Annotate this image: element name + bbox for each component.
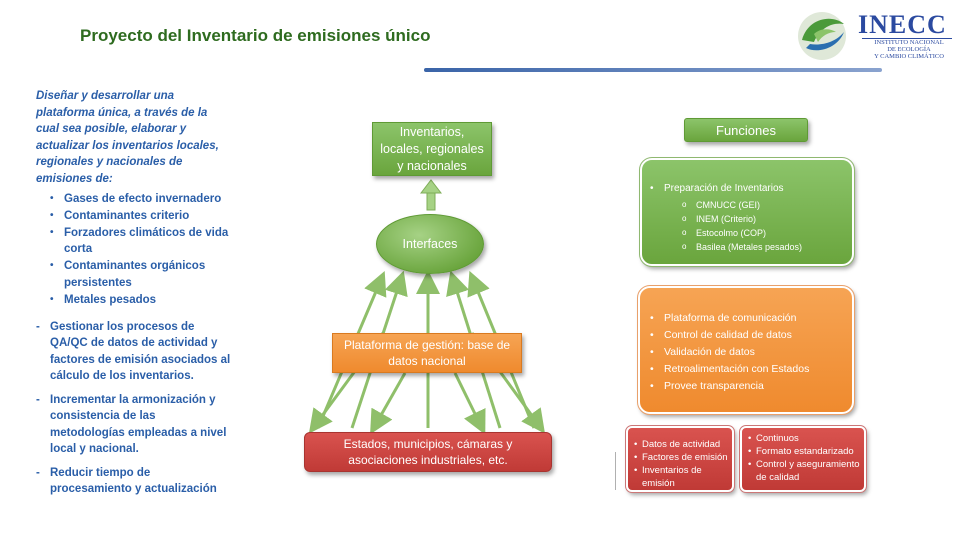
funciones-header: Funciones bbox=[684, 118, 808, 142]
divider-line bbox=[615, 452, 616, 490]
logo-name: INECC bbox=[858, 10, 947, 39]
title-underline bbox=[424, 68, 882, 72]
logo-subtitle-line: Y CAMBIO CLIMÁTICO bbox=[874, 53, 944, 60]
list-item: Forzadores climáticos de vida corta bbox=[50, 225, 232, 259]
list-item: Datos de actividad bbox=[634, 438, 728, 451]
list-item: Continuos bbox=[748, 432, 860, 445]
funciones-red-right-panel: Continuos Formato estandarizado Control … bbox=[739, 425, 867, 493]
inecc-logo-icon bbox=[798, 12, 846, 60]
funciones-red-left-panel: Datos de actividad Factores de emisión I… bbox=[625, 425, 735, 493]
list-item: Plataforma de comunicación bbox=[650, 310, 844, 327]
list-item: Basilea (Metales pesados) bbox=[682, 240, 844, 254]
panel-sub-list: CMNUCC (GEI) INEM (Criterio) Estocolmo (… bbox=[650, 198, 844, 254]
estados-box: Estados, municipios, cámaras y asociacio… bbox=[304, 432, 552, 472]
list-item: Contaminantes criterio bbox=[50, 208, 232, 225]
list-item: Provee transparencia bbox=[650, 378, 844, 395]
funciones-green-panel: Preparación de Inventarios CMNUCC (GEI) … bbox=[639, 157, 855, 267]
logo-subtitle: INSTITUTO NACIONAL DE ECOLOGÍA Y CAMBIO … bbox=[864, 39, 954, 60]
logo-subtitle-line: INSTITUTO NACIONAL bbox=[874, 39, 944, 46]
list-item: Estocolmo (COP) bbox=[682, 226, 844, 240]
list-item: Validación de datos bbox=[650, 344, 844, 361]
list-item: Gases de efecto invernadero bbox=[50, 191, 232, 208]
funciones-orange-panel: Plataforma de comunicación Control de ca… bbox=[637, 285, 855, 415]
list-item: Control y aseguramiento de calidad bbox=[748, 458, 860, 484]
list-item: CMNUCC (GEI) bbox=[682, 198, 844, 212]
arrow-down bbox=[453, 372, 486, 435]
objective-item: Gestionar los procesos de QA/QC de datos… bbox=[36, 319, 232, 385]
objective-item: Reducir tiempo de procesamiento y actual… bbox=[36, 465, 232, 498]
list-item: Factores de emisión bbox=[634, 451, 728, 464]
arrow-down bbox=[370, 372, 407, 435]
page-title: Proyecto del Inventario de emisiones úni… bbox=[80, 26, 431, 45]
list-item: Inventarios de emisión bbox=[634, 464, 728, 490]
plataforma-box: Plataforma de gestión: base de datos nac… bbox=[332, 333, 522, 373]
emissions-list: Gases de efecto invernadero Contaminante… bbox=[36, 191, 232, 309]
list-item: Retroalimentación con Estados bbox=[650, 361, 844, 378]
objectives-column: Diseñar y desarrollar una plataforma úni… bbox=[36, 88, 232, 498]
interfaces-ellipse: Interfaces bbox=[376, 214, 484, 274]
intro-text: Diseñar y desarrollar una plataforma úni… bbox=[36, 90, 219, 185]
logo-subtitle-line: DE ECOLOGÍA bbox=[887, 46, 931, 53]
inventarios-box: Inventarios, locales, regionales y nacio… bbox=[372, 122, 492, 176]
list-item: Formato estandarizado bbox=[748, 445, 860, 458]
objective-item: Incrementar la armonización y consistenc… bbox=[36, 392, 232, 458]
panel-main-item: Preparación de Inventarios bbox=[650, 182, 844, 196]
arrow-to-inventarios bbox=[419, 179, 443, 211]
list-item: Metales pesados bbox=[50, 292, 232, 309]
list-item: INEM (Criterio) bbox=[682, 212, 844, 226]
list-item: Control de calidad de datos bbox=[650, 327, 844, 344]
list-item: Contaminantes orgánicos persistentes bbox=[50, 258, 232, 292]
logo-divider bbox=[862, 38, 952, 39]
